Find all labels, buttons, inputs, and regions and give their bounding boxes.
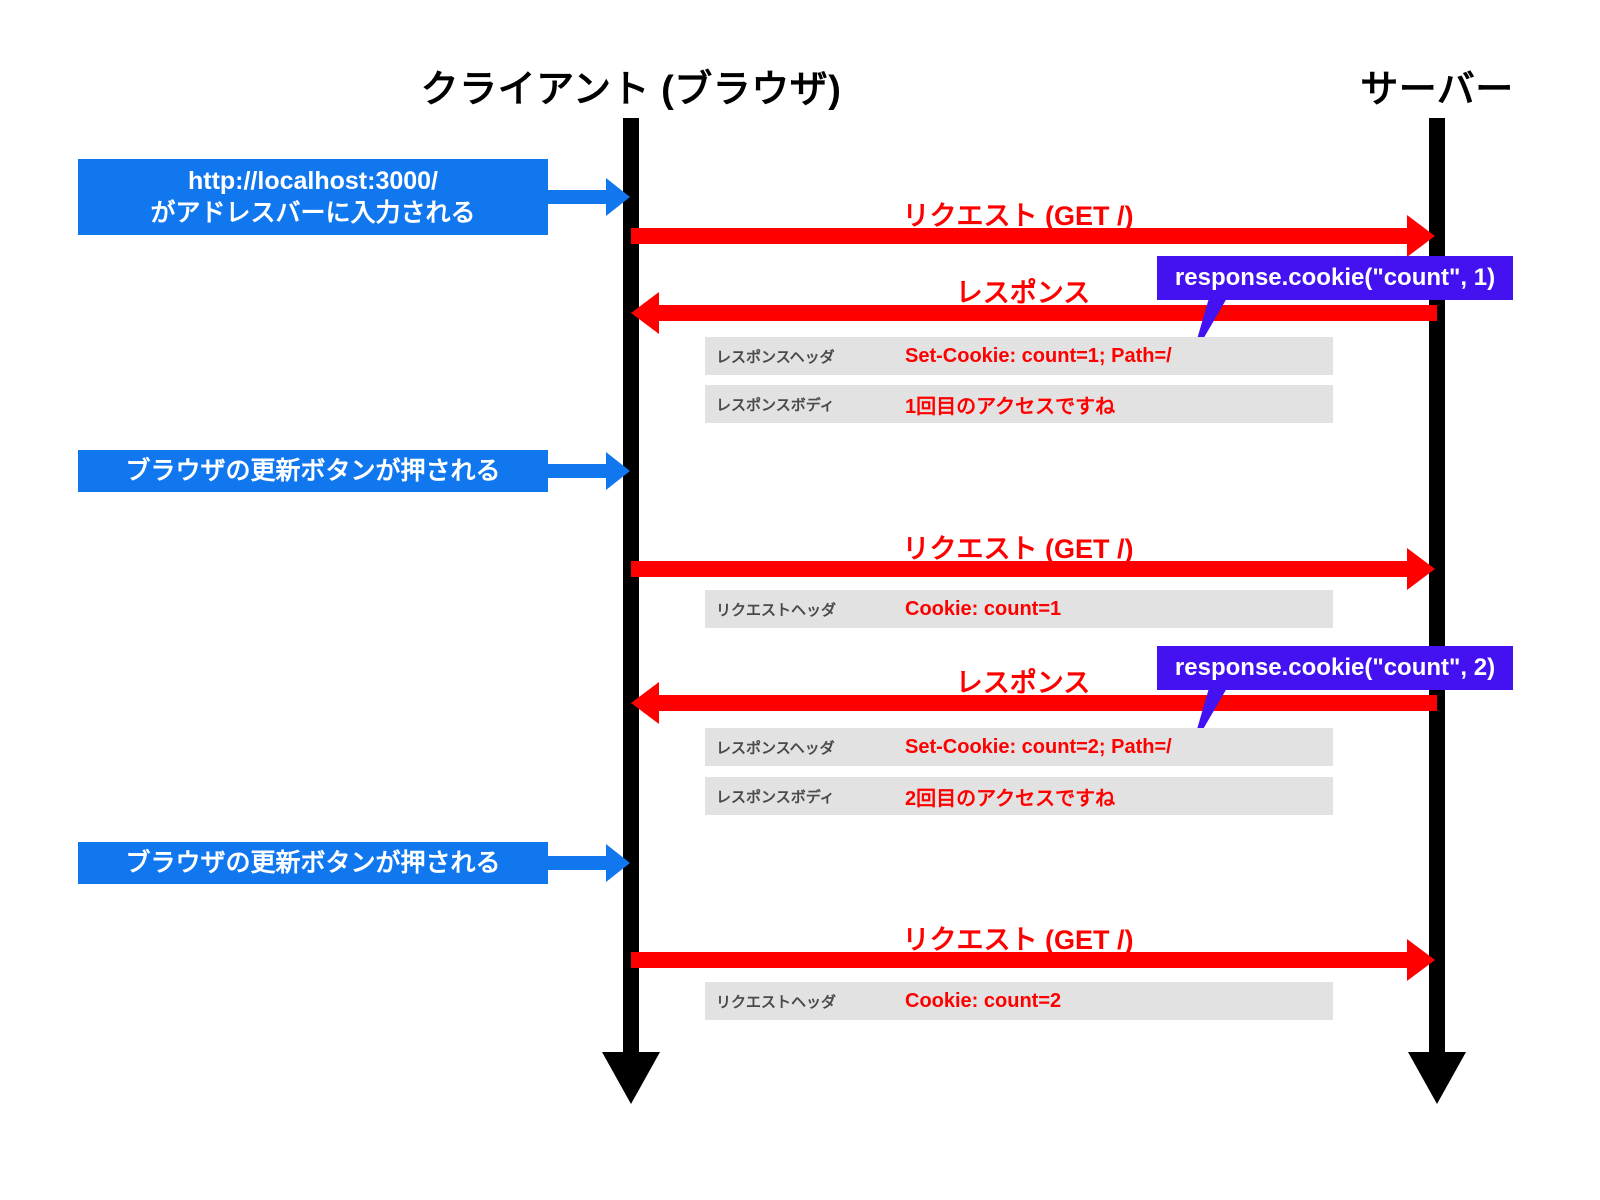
note-arrow-2-icon	[548, 464, 608, 478]
row-value: Set-Cookie: count=1; Path=/	[905, 344, 1172, 367]
message-arrow-response-1	[657, 305, 1437, 321]
row-key: リクエストヘッダ	[716, 993, 837, 1011]
message-label-request-2: リクエスト (GET /)	[902, 534, 1134, 564]
note-line-1: http://localhost:3000/	[187, 167, 439, 195]
table-row: レスポンスボディ 2回目のアクセスですね	[705, 777, 1333, 815]
table-row: リクエストヘッダ Cookie: count=2	[705, 982, 1333, 1020]
row-key: リクエストヘッダ	[716, 601, 837, 619]
row-value: 2回目のアクセスですね	[905, 787, 1116, 810]
lifeline-server	[1429, 118, 1445, 1058]
table-row: リクエストヘッダ Cookie: count=1	[705, 590, 1333, 628]
callout-set-cookie-1: response.cookie("count", 1)	[1157, 256, 1513, 300]
lifeline-client	[623, 118, 639, 1058]
message-label-response-2: レスポンス	[955, 668, 1091, 698]
row-key: レスポンスボディ	[716, 396, 835, 414]
message-label-response-1: レスポンス	[955, 278, 1091, 308]
note-line-1: ブラウザの更新ボタンが押される	[125, 457, 501, 485]
row-value: 1回目のアクセスですね	[905, 395, 1116, 418]
table-row: レスポンスヘッダ Set-Cookie: count=1; Path=/	[705, 337, 1333, 375]
note-address-bar: http://localhost:3000/ がアドレスバーに入力される	[78, 159, 548, 235]
note-line-1: ブラウザの更新ボタンが押される	[125, 849, 501, 877]
message-label-request-1: リクエスト (GET /)	[902, 201, 1134, 231]
note-arrow-1-icon	[548, 190, 608, 204]
message-label-request-3: リクエスト (GET /)	[902, 925, 1134, 955]
message-arrow-request-2	[631, 561, 1409, 577]
lifeline-arrowhead-client-icon	[602, 1052, 660, 1104]
note-line-2: がアドレスバーに入力される	[150, 199, 476, 227]
message-arrow-request-1	[631, 228, 1409, 244]
note-arrow-3-icon	[548, 856, 608, 870]
actor-title-server: サーバー	[1360, 69, 1514, 111]
actor-title-client: クライアント (ブラウザ)	[420, 69, 842, 111]
table-row: レスポンスヘッダ Set-Cookie: count=2; Path=/	[705, 728, 1333, 766]
row-value: Cookie: count=1	[905, 597, 1062, 620]
note-reload-1: ブラウザの更新ボタンが押される	[78, 450, 548, 492]
message-arrow-response-2	[657, 695, 1437, 711]
note-reload-2: ブラウザの更新ボタンが押される	[78, 842, 548, 884]
lifeline-arrowhead-server-icon	[1408, 1052, 1466, 1104]
table-row: レスポンスボディ 1回目のアクセスですね	[705, 385, 1333, 423]
row-value: Cookie: count=2	[905, 989, 1062, 1012]
row-key: レスポンスヘッダ	[716, 739, 835, 757]
row-key: レスポンスボディ	[716, 788, 835, 806]
row-key: レスポンスヘッダ	[716, 348, 835, 366]
row-value: Set-Cookie: count=2; Path=/	[905, 735, 1172, 758]
callout-set-cookie-2: response.cookie("count", 2)	[1157, 646, 1513, 690]
message-arrow-request-3	[631, 952, 1409, 968]
